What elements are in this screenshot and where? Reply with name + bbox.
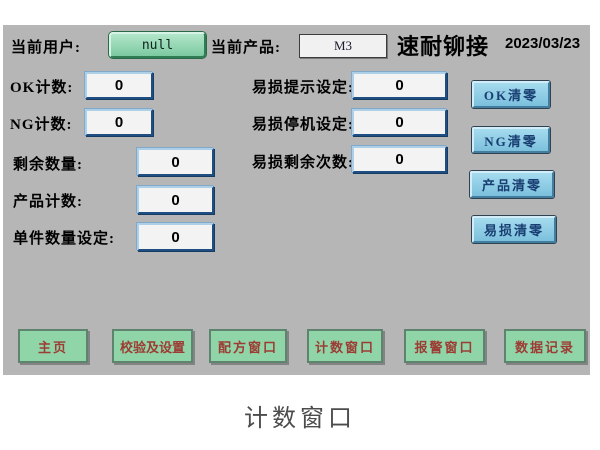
remaining-qty-label: 剩余数量:: [13, 157, 83, 173]
ok-clear-button[interactable]: OK清零: [472, 81, 550, 108]
hmi-screen: 当前用户: null 当前产品: M3 速耐铆接 2023/03/23 OK计数…: [3, 25, 590, 375]
nav-alarm-window-button[interactable]: 报警窗口: [404, 329, 485, 363]
ng-count-label: NG计数:: [10, 117, 73, 133]
remaining-qty-field: 0: [137, 148, 214, 176]
nav-data-record-button[interactable]: 数据记录: [504, 329, 586, 363]
wear-stop-setting-field[interactable]: 0: [352, 109, 447, 136]
wear-prompt-setting-label: 易损提示设定:: [252, 80, 354, 96]
brand-title: 速耐铆接: [397, 34, 490, 59]
wear-clear-button[interactable]: 易损清零: [472, 216, 556, 243]
ok-count-field: 0: [85, 72, 153, 99]
ng-clear-button[interactable]: NG清零: [472, 127, 550, 153]
nav-home-button[interactable]: 主页: [18, 329, 88, 363]
window-caption: 计数窗口: [244, 405, 356, 432]
ok-count-label: OK计数:: [10, 80, 74, 96]
nav-recipe-window-button[interactable]: 配方窗口: [209, 329, 287, 363]
unit-qty-setting-field[interactable]: 0: [137, 223, 214, 251]
wear-remaining-label: 易损剩余次数:: [252, 155, 354, 171]
date-text: 2023/03/23: [505, 35, 581, 52]
nav-calibration-settings-button[interactable]: 校验及设置: [112, 329, 193, 363]
wear-prompt-setting-field[interactable]: 0: [352, 72, 447, 99]
wear-remaining-field: 0: [352, 146, 447, 173]
product-count-label: 产品计数:: [13, 194, 83, 210]
ng-count-field: 0: [85, 109, 153, 136]
current-product-field[interactable]: M3: [299, 34, 387, 58]
current-user-label: 当前用户:: [11, 40, 81, 56]
unit-qty-setting-label: 单件数量设定:: [13, 231, 115, 247]
wear-stop-setting-label: 易损停机设定:: [252, 117, 354, 133]
current-product-label: 当前产品:: [211, 40, 281, 56]
product-clear-button[interactable]: 产品清零: [470, 171, 554, 198]
nav-count-window-button[interactable]: 计数窗口: [307, 329, 383, 363]
current-user-button[interactable]: null: [109, 32, 206, 58]
product-count-field: 0: [137, 186, 214, 214]
